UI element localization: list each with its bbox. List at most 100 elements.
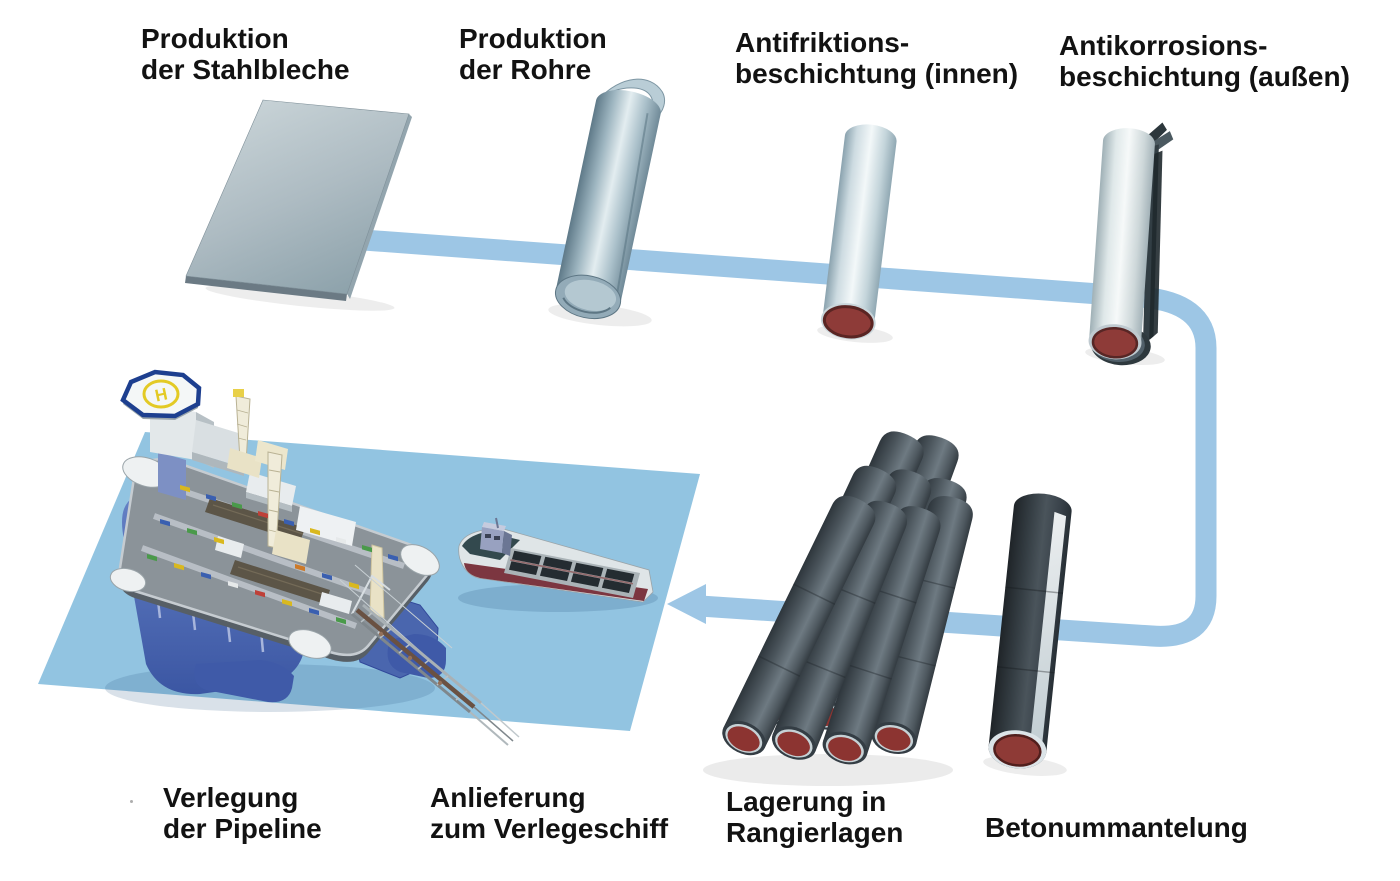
crane-brace [268,469,281,473]
concrete-coated-pipe [983,493,1072,776]
stinger-extension [480,702,520,738]
aft-tower [369,544,385,619]
pipe-body [1089,128,1155,359]
helipad-h-marking: H [153,384,169,405]
label-line: Betonummantelung [985,812,1248,843]
stinger-cable [354,564,453,649]
label-antikorrosionsbeschichtung: Antikorrosions- beschichtung (außen) [1059,30,1350,93]
label-line: der Pipeline [163,813,322,845]
crane-pedestal [227,448,262,478]
vessel-footing-center [194,660,294,703]
label-line: beschichtung (innen) [735,58,1019,90]
ship-cargo-panels [508,550,635,593]
pipe-body [555,90,661,319]
anticorrosion-coated-pipe [1085,122,1174,366]
helipad-pad [120,369,202,419]
stack-shadow [703,754,953,786]
rack-line [237,566,329,597]
pipe-joint [437,680,443,686]
sheet-face [185,99,410,295]
pipe-end-red-coating [822,305,874,339]
label-anlieferung-verlegeschiff: Anlieferung zum Verlegeschiff [430,782,668,845]
sponson [109,567,147,593]
deck-vehicles [147,485,398,625]
label-antifriktionsbeschichtung: Antifriktions- beschichtung (innen) [735,27,1018,90]
label-line: Anlieferung [430,782,586,813]
ship-mast [495,517,499,529]
crane-brace [268,509,279,513]
label-produktion-stahlbleche: Produktion der Stahlbleche [141,23,350,86]
pipe-joint [407,655,413,661]
stinger-extension [469,711,509,746]
coating-layer [1149,150,1163,341]
pipe-body [822,124,897,339]
pipe-opening-inner [564,279,617,311]
label-line: Lagerung in [726,786,887,817]
pipe-end-red-coating [1091,326,1139,359]
label-line: beschichtung (außen) [1059,61,1350,93]
ship-superstructure-side [502,531,512,556]
label-line: der Rohre [459,54,592,86]
antifriction-coated-pipe [817,124,897,343]
segment-joint [1005,586,1064,594]
stinger-rail [351,612,471,714]
pipe-seam [615,113,649,299]
segment-joint [996,666,1055,674]
delivery-ship [458,517,658,612]
process-flow-line [349,228,1217,647]
label-line: Produktion [141,23,289,54]
crane-house [272,530,310,564]
crane-brace [268,489,280,493]
helipad-column [158,452,186,500]
label-line: Antifriktions- [735,27,910,58]
sheet-shadow [205,285,395,311]
label-produktion-rohre: Produktion der Rohre [459,23,607,86]
crane-brace [236,423,248,428]
ship-window [494,536,500,540]
deck-hatch [296,506,356,546]
stinger-aframe [351,574,391,615]
stacked-pipe [722,495,876,756]
flow-arrowhead [667,584,706,624]
stray-dot-artifact [130,800,133,803]
rack-line [212,504,304,535]
pipeline-on-stinger [355,608,476,709]
label-betonummantelung: Betonummantelung [985,812,1248,843]
helipad: H [120,369,202,420]
pipe-end-red-coating [993,733,1042,767]
stacked-pipe [822,506,941,765]
label-verlegung-pipeline: Verlegung der Pipeline [163,782,322,845]
crane-brace [237,437,247,441]
stacked-pipe [771,500,908,760]
label-line: zum Verlegeschiff [430,813,669,845]
crane-brace [236,409,249,414]
rolled-pipe [548,78,665,327]
sheet-edge-bottom [185,276,347,301]
pipe-joint [378,631,384,637]
ship-window [485,534,491,538]
label-line: Rangierlagen [726,817,904,849]
pipe-opening-shade [562,297,611,314]
steel-sheet [185,99,412,311]
ship-superstructure [480,527,504,553]
walkway-edge [192,452,244,476]
label-lagerung-rangierlagen: Lagerung in Rangierlagen [726,786,903,849]
stinger-rail [362,603,482,705]
stinger-extension [473,706,514,742]
deck-hatch [319,592,352,614]
deck-pipe-rack [230,560,330,604]
label-line: der Stahlbleche [141,54,350,86]
crane-tip [233,389,244,397]
label-line: Verlegung [163,782,299,813]
stacked-pipe [871,495,973,755]
pipelay-vessel: H [105,369,520,746]
label-line: Antikorrosions- [1059,30,1268,61]
pipe-highlight-stripe [1029,511,1067,749]
label-line: Produktion [459,23,607,54]
ship-superstructure-top [482,522,506,531]
sheet-edge-right [347,114,412,299]
deck-pipe-rack [205,498,305,542]
sponson [288,629,332,659]
